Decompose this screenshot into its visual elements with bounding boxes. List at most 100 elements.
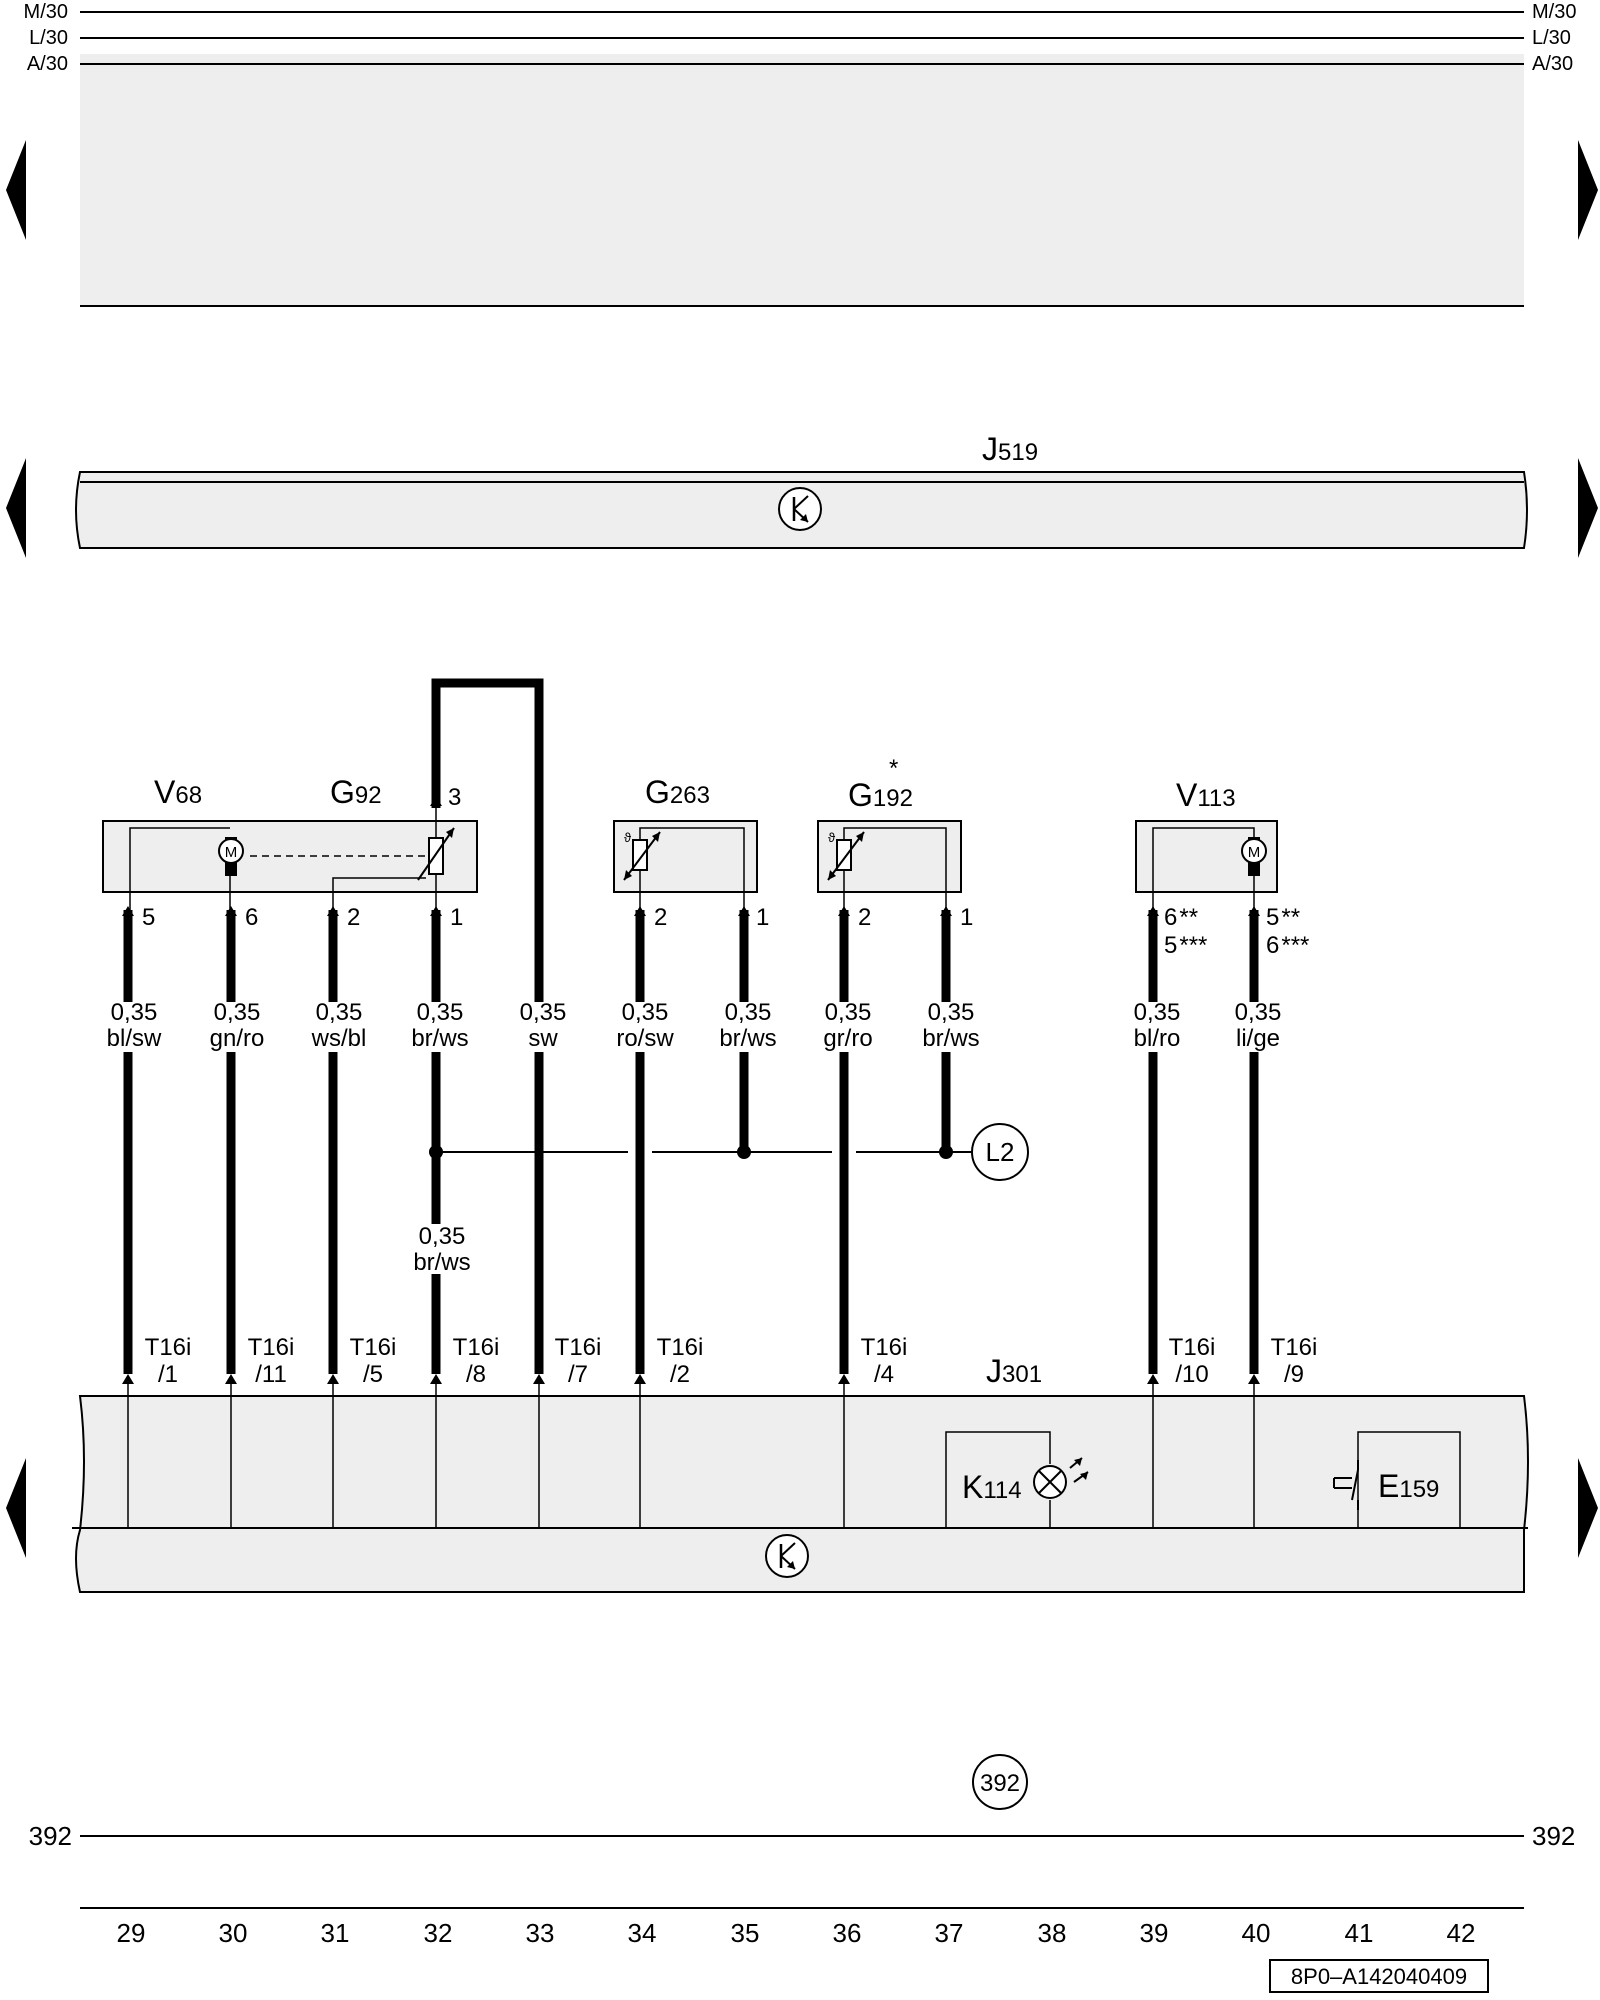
svg-text:29: 29: [117, 1918, 146, 1948]
nav-arrow-right-icon[interactable]: [1578, 458, 1598, 558]
svg-text:/10: /10: [1175, 1361, 1208, 1388]
pin-number: 5: [142, 904, 155, 931]
footer-code-box: [1269, 1959, 1489, 1993]
g263-label: G263: [645, 774, 710, 810]
svg-text:0,35: 0,35: [419, 1223, 466, 1250]
svg-text:30: 30: [219, 1918, 248, 1948]
svg-text:0,35: 0,35: [417, 999, 464, 1026]
switch-icon: [1333, 1460, 1359, 1510]
bus-label-l30-right: L/30: [1532, 27, 1571, 49]
svg-text:/5: /5: [363, 1361, 383, 1388]
svg-text:0,35: 0,35: [520, 999, 567, 1026]
svg-text:ϑ: ϑ: [828, 830, 836, 845]
k114-label: K114: [962, 1469, 1022, 1505]
svg-text:/1: /1: [158, 1361, 178, 1388]
svg-text:/11: /11: [255, 1361, 287, 1388]
j301-label: J301: [986, 1353, 1042, 1389]
svg-text:/4: /4: [874, 1361, 894, 1388]
footer-code: 8P0–A142040409: [1291, 1964, 1467, 1989]
pin-number: 2: [654, 904, 667, 931]
svg-text:0,35: 0,35: [622, 999, 669, 1026]
svg-text:34: 34: [628, 1918, 657, 1948]
svg-text:gr/ro: gr/ro: [823, 1025, 872, 1052]
pin-number: 6***: [1266, 932, 1309, 959]
svg-text:37: 37: [935, 1918, 964, 1948]
j519-label: J519: [982, 431, 1038, 467]
svg-text:0,35: 0,35: [928, 999, 975, 1026]
bus-label-m30-left: M/30: [24, 1, 68, 23]
bus-label-m30-right: M/30: [1532, 1, 1576, 23]
e159-label: E159: [1378, 1468, 1439, 1504]
svg-text:T16i: T16i: [555, 1334, 602, 1361]
ref-label-left: 392: [29, 1821, 72, 1851]
bus-area: [80, 54, 1524, 306]
pin-number: 1: [756, 904, 769, 931]
pin-arrow-icons: [122, 796, 1260, 916]
v68-label: V68: [154, 774, 202, 810]
ground-ref-circle[interactable]: [971, 1123, 1029, 1181]
svg-text:0,35: 0,35: [316, 999, 363, 1026]
svg-text:T16i: T16i: [657, 1334, 704, 1361]
g92-label: G92: [330, 774, 382, 810]
j301-control-unit: [75, 1395, 1529, 1593]
svg-text:ws/bl: ws/bl: [311, 1025, 367, 1052]
svg-text:32: 32: [424, 1918, 453, 1948]
pin-number: 5***: [1164, 932, 1207, 959]
svg-text:/9: /9: [1284, 1361, 1304, 1388]
svg-text:br/ws: br/ws: [413, 1249, 470, 1276]
v113-internal-wire: [1152, 827, 1255, 910]
svg-text:0,35: 0,35: [214, 999, 261, 1026]
svg-text:gn/ro: gn/ro: [210, 1025, 265, 1052]
svg-text:br/ws: br/ws: [922, 1025, 979, 1052]
nav-arrow-right-icon[interactable]: [1578, 1458, 1598, 1558]
junction-dot: [939, 1145, 953, 1159]
pin-number: 2: [347, 904, 360, 931]
svg-text:T16i: T16i: [861, 1334, 908, 1361]
pin-number: 5**: [1266, 904, 1300, 931]
svg-text:35: 35: [731, 1918, 760, 1948]
lamp-icon: [1033, 1457, 1089, 1499]
svg-text:bl/ro: bl/ro: [1134, 1025, 1181, 1052]
svg-text:T16i: T16i: [453, 1334, 500, 1361]
svg-text:31: 31: [321, 1918, 350, 1948]
svg-text:41: 41: [1345, 1918, 1374, 1948]
svg-text:br/ws: br/ws: [719, 1025, 776, 1052]
svg-text:36: 36: [833, 1918, 862, 1948]
svg-text:T16i: T16i: [1271, 1334, 1318, 1361]
svg-text:0,35: 0,35: [725, 999, 772, 1026]
svg-text:38: 38: [1038, 1918, 1067, 1948]
connector-arrow-icons: [122, 1374, 1260, 1384]
wire-bundle: [123, 678, 1259, 1374]
svg-text:li/ge: li/ge: [1236, 1025, 1280, 1052]
svg-text:T16i: T16i: [248, 1334, 295, 1361]
nav-arrow-right-icon[interactable]: [1578, 140, 1598, 240]
svg-text:/8: /8: [466, 1361, 486, 1388]
bus-label-a30-left: A/30: [27, 53, 68, 75]
svg-text:T16i: T16i: [350, 1334, 397, 1361]
potentiometer-icon: [417, 827, 455, 881]
svg-text:ϑ: ϑ: [624, 830, 632, 845]
svg-text:/2: /2: [670, 1361, 690, 1388]
g192-footnote-star: *: [889, 755, 898, 782]
ref-circle[interactable]: [972, 1754, 1028, 1810]
junction-dot: [429, 1145, 443, 1159]
transistor-icon: [778, 487, 822, 531]
g92-internal-wire: [332, 877, 426, 910]
ref-circle-label: 392: [980, 1770, 1020, 1797]
v68-internal-wire: [129, 827, 230, 910]
svg-text:T16i: T16i: [145, 1334, 192, 1361]
thermistor-icon: ϑ: [623, 830, 661, 881]
svg-text:/7: /7: [568, 1361, 588, 1388]
pin-number: 6: [245, 904, 258, 931]
pin-number: 6**: [1164, 904, 1198, 931]
ground-ref-label: L2: [986, 1137, 1015, 1167]
svg-text:39: 39: [1140, 1918, 1169, 1948]
nav-arrow-left-icon[interactable]: [6, 458, 26, 558]
nav-arrow-left-icon[interactable]: [6, 1458, 26, 1558]
bus-label-a30-right: A/30: [1532, 53, 1573, 75]
svg-text:42: 42: [1447, 1918, 1476, 1948]
svg-text:ro/sw: ro/sw: [616, 1025, 674, 1052]
nav-arrow-left-icon[interactable]: [6, 140, 26, 240]
